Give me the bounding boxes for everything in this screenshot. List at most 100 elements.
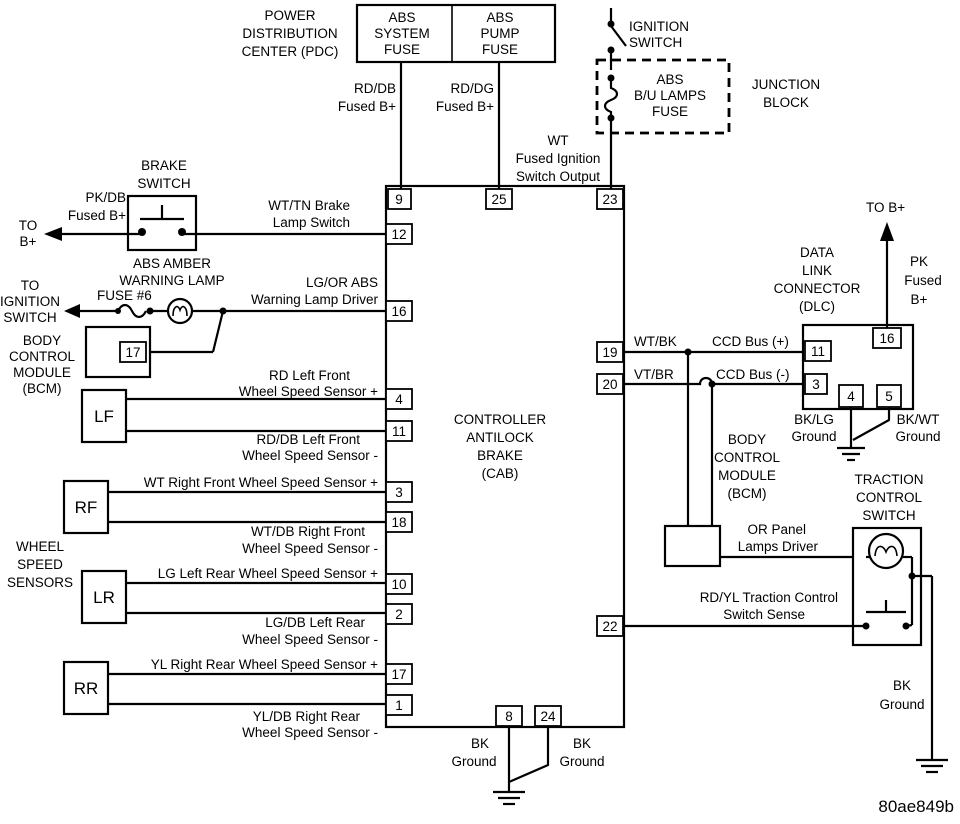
svg-text:CONTROL: CONTROL <box>9 349 75 364</box>
svg-text:BLOCK: BLOCK <box>763 95 809 110</box>
svg-text:FUSE: FUSE <box>652 104 688 119</box>
svg-text:B+: B+ <box>20 234 37 249</box>
wire-lr-minus-label: LG/DB Left Rear Wheel Speed Sensor - <box>242 615 378 647</box>
svg-text:ABS AMBER: ABS AMBER <box>133 256 211 271</box>
svg-text:SPEED: SPEED <box>17 557 63 572</box>
svg-text:RD/YL Traction Control: RD/YL Traction Control <box>700 590 838 605</box>
svg-text:MODULE: MODULE <box>718 468 776 483</box>
wire-rf-plus-label: WT Right Front Wheel Speed Sensor + <box>144 475 378 490</box>
dlc-pin-16: 16 <box>879 331 894 346</box>
svg-text:CONTROLLER: CONTROLLER <box>454 412 547 427</box>
svg-text:WT: WT <box>548 133 569 148</box>
brake-switch-symbol <box>138 205 186 236</box>
sensor-rr-label: RR <box>74 679 99 698</box>
svg-text:Switch Sense: Switch Sense <box>723 607 805 622</box>
svg-text:BK/LG: BK/LG <box>794 412 834 427</box>
junction-block <box>595 58 731 135</box>
svg-text:SYSTEM: SYSTEM <box>374 26 430 41</box>
dlc-pin-3: 3 <box>812 377 820 392</box>
svg-text:RD/DB: RD/DB <box>354 81 396 96</box>
to-bplus-label-left: TO B+ <box>19 218 38 249</box>
dlc-label: DATA LINK CONNECTOR (DLC) <box>774 245 861 314</box>
svg-text:JUNCTION: JUNCTION <box>752 77 820 92</box>
cab-pin-19: 19 <box>602 345 617 360</box>
svg-text:BRAKE: BRAKE <box>477 448 523 463</box>
brake-switch-label: BRAKE SWITCH <box>137 158 190 191</box>
svg-text:ABS: ABS <box>486 10 513 25</box>
svg-text:Warning Lamp Driver: Warning Lamp Driver <box>251 292 379 307</box>
cab-pin-24: 24 <box>540 709 556 724</box>
wheel-speed-sensors-label: WHEEL SPEED SENSORS <box>7 539 73 590</box>
svg-text:Fused Ignition: Fused Ignition <box>516 151 601 166</box>
abs-system-fuse-label: ABS SYSTEM FUSE <box>374 10 430 57</box>
to-ignition-switch-label: TO IGNITION SWITCH <box>0 278 60 325</box>
pdc-label: POWER DISTRIBUTION CENTER (PDC) <box>242 8 339 59</box>
traction-switch-label: TRACTION CONTROL SWITCH <box>855 472 924 523</box>
svg-text:(DLC): (DLC) <box>799 299 835 314</box>
svg-text:LINK: LINK <box>802 263 832 278</box>
wire-rd-db-label: RD/DB Fused B+ <box>338 81 396 114</box>
ground-bottom-right-label: BK Ground <box>559 736 604 769</box>
wire-rd-dg-label: RD/DG Fused B+ <box>436 81 494 114</box>
svg-text:YL/DB Right Rear: YL/DB Right Rear <box>253 709 361 724</box>
bcm-left-label: BODY CONTROL MODULE (BCM) <box>9 333 75 396</box>
svg-text:Ground: Ground <box>791 429 836 444</box>
svg-text:Fused B+: Fused B+ <box>436 99 494 114</box>
svg-text:ABS: ABS <box>388 10 415 25</box>
svg-text:DATA: DATA <box>800 245 834 260</box>
wire-pk-label: PK Fused B+ <box>904 254 942 307</box>
cab-module-box <box>384 184 626 729</box>
sensor-lr-label: LR <box>93 588 115 607</box>
abs-pump-fuse-label: ABS PUMP FUSE <box>480 10 519 57</box>
svg-text:BODY: BODY <box>728 432 766 447</box>
cab-pin-22: 22 <box>602 619 617 634</box>
wire-lg-or-label: LG/OR ABS Warning Lamp Driver <box>251 275 379 307</box>
svg-text:Fused B+: Fused B+ <box>338 99 396 114</box>
dlc-to-bplus-label: TO B+ <box>866 200 905 215</box>
svg-text:Lamps Driver: Lamps Driver <box>738 539 819 554</box>
svg-text:BK: BK <box>573 736 591 751</box>
fuse-6-label: FUSE #6 <box>97 288 152 303</box>
sensor-rf <box>62 479 110 535</box>
cab-pin-17: 17 <box>391 667 406 682</box>
svg-text:PK: PK <box>910 254 928 269</box>
brake-switch-box <box>126 194 198 252</box>
sensor-lf-label: LF <box>94 407 114 426</box>
bk-lg-ground-label: BK/LG Ground <box>791 412 836 444</box>
svg-text:RD Left Front: RD Left Front <box>269 368 350 383</box>
svg-text:(BCM): (BCM) <box>23 381 62 396</box>
bk-wt-ground-label: BK/WT Ground <box>895 412 940 444</box>
sensor-lf <box>80 388 128 444</box>
svg-text:PK/DB: PK/DB <box>85 190 126 205</box>
ground-bottom-left-label: BK Ground <box>451 736 496 769</box>
sensor-rf-label: RF <box>75 498 98 517</box>
warning-lamp-bulb <box>166 297 194 325</box>
svg-text:POWER: POWER <box>264 8 315 23</box>
svg-text:BRAKE: BRAKE <box>141 158 187 173</box>
svg-text:Lamp Switch: Lamp Switch <box>273 215 350 230</box>
traction-ground-label: BK Ground <box>879 678 924 712</box>
svg-text:B+: B+ <box>911 292 928 307</box>
svg-text:WARNING LAMP: WARNING LAMP <box>119 273 224 288</box>
wt-bk-label: WT/BK <box>634 334 677 349</box>
cab-pin-18: 18 <box>391 515 406 530</box>
svg-text:CONTROL: CONTROL <box>856 490 922 505</box>
svg-text:BK/WT: BK/WT <box>897 412 940 427</box>
cab-pin-23: 23 <box>602 192 617 207</box>
svg-text:Wheel Speed Sensor -: Wheel Speed Sensor - <box>242 541 378 556</box>
svg-text:MODULE: MODULE <box>13 365 71 380</box>
svg-text:FUSE: FUSE <box>482 42 518 57</box>
svg-text:CONTROL: CONTROL <box>714 450 780 465</box>
cab-pin-11: 11 <box>392 424 406 439</box>
cab-pin-2: 2 <box>395 607 403 622</box>
cab-pin-16: 16 <box>391 304 406 319</box>
svg-text:ANTILOCK: ANTILOCK <box>466 430 534 445</box>
svg-text:Wheel Speed Sensor +: Wheel Speed Sensor + <box>239 384 378 399</box>
svg-text:BODY: BODY <box>23 333 61 348</box>
svg-text:BK: BK <box>893 678 911 693</box>
svg-text:CONNECTOR: CONNECTOR <box>774 281 861 296</box>
sensor-rr <box>62 660 110 716</box>
svg-text:Wheel Speed Sensor -: Wheel Speed Sensor - <box>242 448 378 463</box>
ground-symbol-dlc <box>837 438 865 462</box>
